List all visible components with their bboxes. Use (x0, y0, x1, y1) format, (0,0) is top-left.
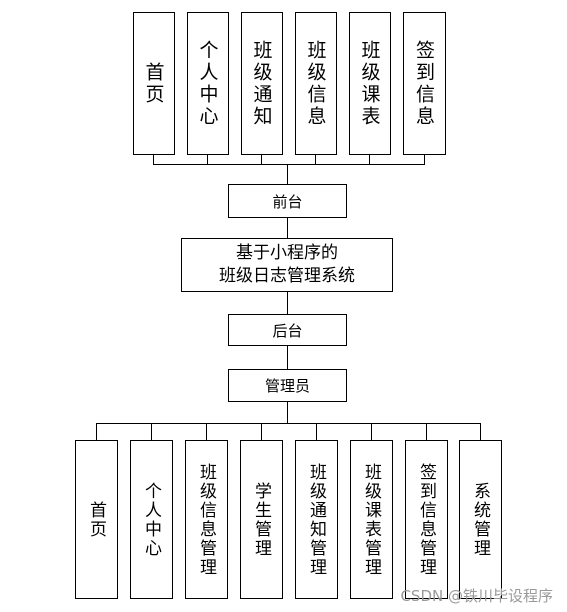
system-title-line2: 班级日志管理系统 (219, 266, 355, 286)
backend-module-label: 个人中心 (141, 481, 161, 558)
frontend-module-label: 班级课表 (358, 39, 381, 128)
frontend-module-class-schedule: 班级课表 (349, 12, 391, 155)
system-title-node: 基于小程序的 班级日志管理系统 (181, 238, 393, 292)
backend-module-label: 首页 (86, 500, 106, 539)
backend-module-class-schedule-manage: 班级课表管理 (350, 440, 393, 599)
frontend-module-label: 班级信息 (304, 39, 327, 128)
backend-module-home: 首页 (75, 440, 118, 599)
backend-module-label: 班级课表管理 (361, 462, 381, 577)
frontend-module-home: 首页 (133, 12, 175, 155)
backend-module-class-notice-manage: 班级通知管理 (295, 440, 338, 599)
frontend-module-class-info: 班级信息 (295, 12, 337, 155)
backend-module-personal-center: 个人中心 (130, 440, 173, 599)
system-title-line1: 基于小程序的 (236, 243, 338, 263)
backend-node: 后台 (228, 314, 347, 346)
frontend-module-label: 班级通知 (250, 39, 273, 128)
frontend-module-label: 签到信息 (413, 39, 435, 128)
frontend-module-personal-center: 个人中心 (187, 12, 229, 155)
backend-label: 后台 (272, 321, 303, 340)
admin-label: 管理员 (264, 377, 310, 395)
backend-module-class-info-manage: 班级信息管理 (185, 440, 228, 599)
backend-module-system-manage: 系统管理 (459, 440, 502, 599)
backend-module-label: 班级信息管理 (196, 462, 216, 577)
watermark-text: CSDN @铁川毕设程序 (400, 587, 553, 605)
frontend-node: 前台 (228, 184, 347, 218)
frontend-module-label: 首页 (142, 61, 165, 106)
admin-node: 管理员 (228, 369, 347, 402)
backend-module-label: 签到信息管理 (416, 462, 436, 577)
backend-module-label: 系统管理 (470, 481, 490, 558)
backend-module-label: 班级通知管理 (306, 462, 326, 577)
frontend-module-sign-in: 签到信息 (403, 12, 446, 155)
backend-module-label: 学生管理 (251, 481, 271, 558)
frontend-label: 前台 (272, 192, 303, 211)
frontend-module-label: 个人中心 (196, 39, 219, 128)
backend-module-student-manage: 学生管理 (240, 440, 283, 599)
backend-module-sign-in-manage: 签到信息管理 (405, 440, 448, 599)
frontend-module-class-notice: 班级通知 (241, 12, 283, 155)
